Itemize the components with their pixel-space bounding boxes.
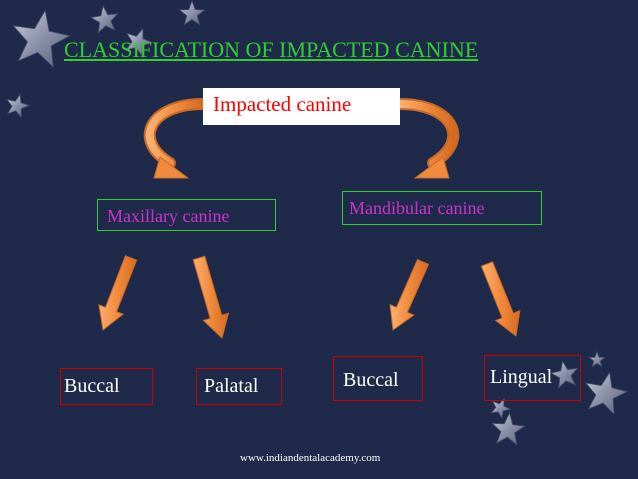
arrow-icon bbox=[192, 255, 230, 339]
leaf-node-mandibular-lingual: Lingual bbox=[484, 355, 581, 401]
branch-node-mandibular: Mandibular canine bbox=[342, 191, 542, 225]
slide-title: CLASSIFICATION OF IMPACTED CANINE bbox=[64, 37, 479, 62]
star-icon bbox=[125, 27, 154, 57]
leaf-node-maxillary-buccal: Buccal bbox=[60, 368, 153, 405]
star-icon bbox=[12, 9, 71, 69]
leaf-node-maxillary-palatal: Palatal bbox=[196, 368, 282, 405]
arrow-icon bbox=[98, 255, 138, 331]
star-icon bbox=[490, 397, 512, 419]
curved-arrow-right-icon bbox=[394, 98, 460, 179]
arrow-icon bbox=[389, 258, 430, 331]
root-node-impacted-canine: Impacted canine bbox=[203, 88, 400, 125]
footer-url: www.indiandentalacademy.com bbox=[240, 452, 381, 464]
star-icon bbox=[584, 371, 629, 416]
star-icon bbox=[5, 93, 31, 119]
leaf-node-mandibular-buccal: Buccal bbox=[333, 356, 423, 401]
star-icon bbox=[90, 4, 119, 34]
star-icon bbox=[491, 411, 526, 446]
curved-arrow-left-icon bbox=[143, 98, 209, 179]
star-icon bbox=[588, 350, 606, 368]
arrow-icon bbox=[480, 261, 521, 337]
branch-node-maxillary: Maxillary canine bbox=[97, 199, 276, 231]
star-icon bbox=[549, 360, 579, 389]
star-icon bbox=[178, 0, 206, 26]
